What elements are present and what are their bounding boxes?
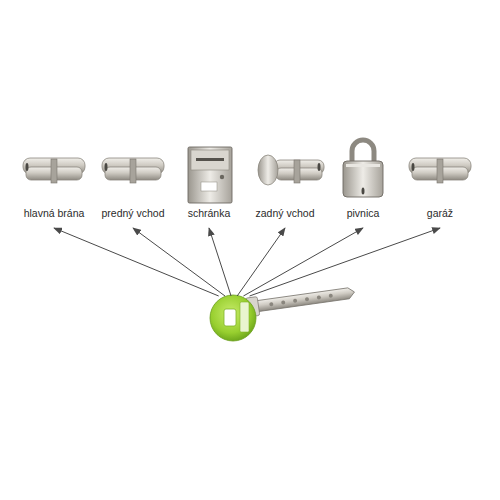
name-plate [201, 182, 217, 191]
arrow-connector [133, 228, 225, 296]
key-dimple [305, 297, 310, 302]
key-ring-hole [224, 309, 236, 326]
item-label: garáž [427, 207, 453, 220]
keyhole [362, 188, 365, 195]
key-dimple [317, 295, 322, 300]
key [210, 283, 356, 341]
keyhole [105, 163, 108, 171]
lock-item: zadný vchod [247, 144, 323, 228]
mailbox-slot [196, 158, 224, 161]
key-dimple [293, 299, 298, 304]
key-head [210, 295, 256, 341]
padlock-highlight [346, 164, 380, 167]
key-dimple [329, 294, 334, 299]
lock-item: garáž [402, 144, 478, 228]
item-label: predný vchod [101, 207, 164, 220]
knob-cylinder [258, 155, 324, 185]
euro-cylinder [409, 158, 471, 183]
euro-cylinder [23, 158, 85, 183]
keyhole [26, 163, 29, 171]
key-plate [240, 302, 249, 332]
item-label: zadný vchod [256, 207, 315, 220]
key-dimple [281, 300, 286, 305]
key-blade [249, 287, 355, 313]
key-node [210, 296, 256, 340]
item-label: hlavná brána [24, 207, 85, 220]
arrow-connector [209, 228, 231, 296]
item-label: schránka [188, 207, 231, 220]
arrow-connector [54, 228, 219, 296]
mailbox-body [188, 147, 232, 203]
padlock [343, 140, 383, 197]
cylinder-cam [294, 160, 300, 183]
keyhole [412, 163, 415, 171]
lock-item: pivnica [325, 144, 401, 228]
padlock-body [343, 161, 383, 197]
euro-cylinder [102, 158, 164, 183]
arrow-connector [243, 228, 363, 296]
key-dimple [269, 302, 274, 307]
turn-knob [258, 155, 278, 185]
item-label: pivnica [347, 207, 380, 220]
arrow-connector [237, 228, 285, 296]
cylinder-cam [51, 159, 57, 183]
lock-item: schránka [171, 144, 247, 228]
cylinder-cam [130, 159, 136, 183]
lock-item: predný vchod [95, 144, 171, 228]
lock-item: hlavná brána [16, 144, 92, 228]
mailbox-lock [220, 175, 224, 179]
mailbox-lid [191, 150, 229, 170]
keyhole [318, 163, 321, 171]
mailbox [188, 147, 232, 203]
cylinder-cam [437, 159, 443, 183]
arrow-connector [250, 228, 440, 296]
padlock-shackle [352, 140, 374, 163]
